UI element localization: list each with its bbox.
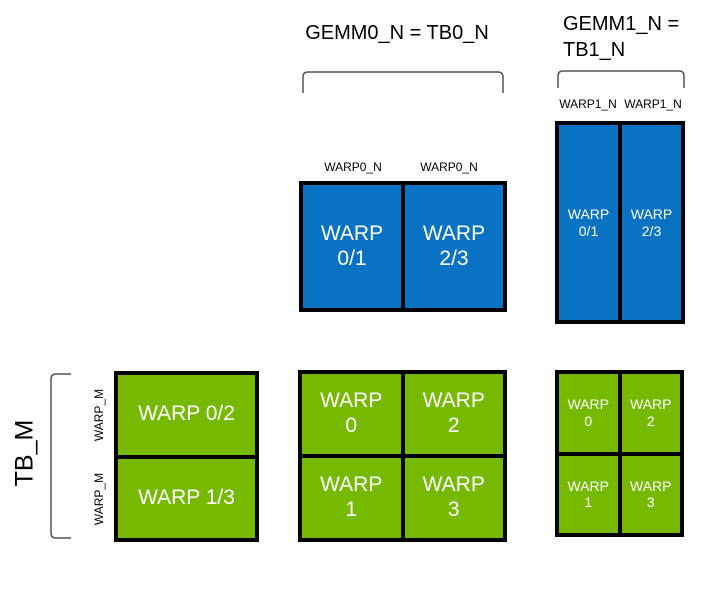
warp-cell: WARP 0 (559, 374, 618, 452)
warp-cell: WARP 3 (404, 458, 503, 538)
gemm0-accumulator-grid: WARP 0/1 WARP 2/3 (299, 181, 507, 312)
warp-cell: WARP 2 (404, 374, 503, 454)
bracket-tb-m (50, 373, 71, 539)
warp-cell: WARP 0/2 (118, 375, 255, 455)
label-tb-m: TB_M (10, 419, 39, 487)
title-gemm1-n: GEMM1_N = TB1_N (563, 11, 679, 63)
gemm0-warp-grid: WARP 0 WARP 2 WARP 1 WARP 3 (298, 370, 507, 542)
bracket-gemm1-n (557, 70, 685, 88)
label-warp0-n-col0: WARP0_N (324, 160, 382, 174)
label-warp1-n-col0: WARP1_N (559, 97, 617, 111)
gemm1-accumulator-grid: WARP 0/1 WARP 2/3 (555, 121, 685, 324)
warp-cell: WARP 0/1 (559, 125, 618, 320)
warp-cell: WARP 2/3 (405, 185, 503, 308)
tb-m-rows-grid: WARP 0/2 WARP 1/3 (114, 371, 259, 542)
label-warp1-n-col1: WARP1_N (624, 97, 682, 111)
warp-cell: WARP 0/1 (303, 185, 401, 308)
title-gemm0-n: GEMM0_N = TB0_N (305, 22, 489, 44)
warp-cell: WARP 1 (302, 458, 401, 538)
warp-cell: WARP 0 (302, 374, 401, 454)
bracket-gemm0-n (302, 71, 504, 93)
gemm1-warp-grid: WARP 0 WARP 2 WARP 1 WARP 3 (555, 370, 684, 537)
warp-cell: WARP 2/3 (622, 125, 681, 320)
warp-cell: WARP 1/3 (118, 458, 255, 538)
label-warp0-n-col1: WARP0_N (420, 160, 478, 174)
title-gemm1-n-line1: GEMM1_N = (563, 13, 680, 35)
title-gemm1-n-line2: TB1_N (563, 39, 626, 61)
label-warp-m-row1: WARP_M (92, 472, 106, 526)
warp-cell: WARP 1 (559, 455, 618, 533)
label-warp-m-row0: WARP_M (92, 388, 106, 442)
warp-cell: WARP 2 (621, 374, 680, 452)
warp-cell: WARP 3 (621, 455, 680, 533)
